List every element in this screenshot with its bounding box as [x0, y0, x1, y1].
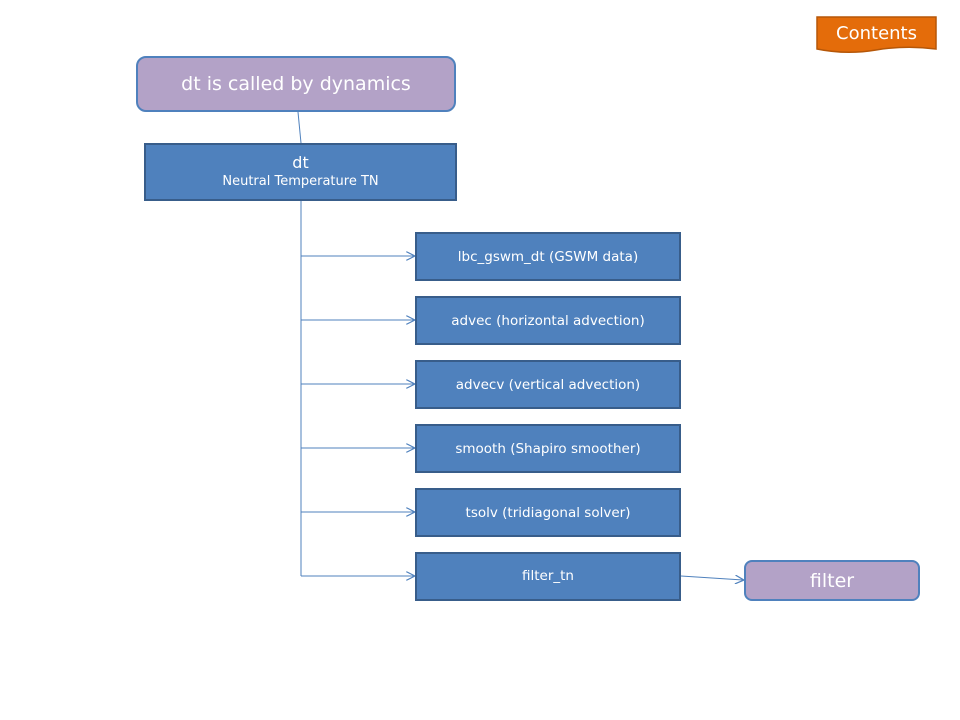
tsolv-box: tsolv (tridiagonal solver)	[415, 488, 681, 537]
caller-to-dt-connector	[297, 111, 302, 144]
lbc-gswm-dt-label: lbc_gswm_dt (GSWM data)	[457, 248, 639, 265]
dt-subtitle: Neutral Temperature TN	[222, 174, 379, 189]
smooth-box: smooth (Shapiro smoother)	[415, 424, 681, 473]
filter-tn-box: filter_tn	[415, 552, 681, 601]
arrow-to-filter	[680, 576, 743, 580]
contents-button[interactable]: Contents	[816, 16, 937, 54]
dt-title: dt	[292, 153, 309, 172]
lbc-gswm-dt-box: lbc_gswm_dt (GSWM data)	[415, 232, 681, 281]
filter-box: filter	[744, 560, 920, 601]
advecv-label: advecv (vertical advection)	[455, 376, 641, 393]
advecv-box: advecv (vertical advection)	[415, 360, 681, 409]
smooth-label: smooth (Shapiro smoother)	[455, 440, 641, 457]
contents-button-label: Contents	[836, 22, 917, 44]
advec-box: advec (horizontal advection)	[415, 296, 681, 345]
dt-box: dt Neutral Temperature TN	[144, 143, 457, 201]
filter-label: filter	[809, 569, 855, 592]
caller-label: dt is called by dynamics	[181, 73, 411, 95]
tsolv-label: tsolv (tridiagonal solver)	[465, 504, 631, 521]
caller-box: dt is called by dynamics	[136, 56, 456, 112]
contents-banner-shape	[816, 16, 937, 53]
advec-label: advec (horizontal advection)	[451, 312, 645, 329]
filter-tn-label: filter_tn	[521, 568, 574, 584]
